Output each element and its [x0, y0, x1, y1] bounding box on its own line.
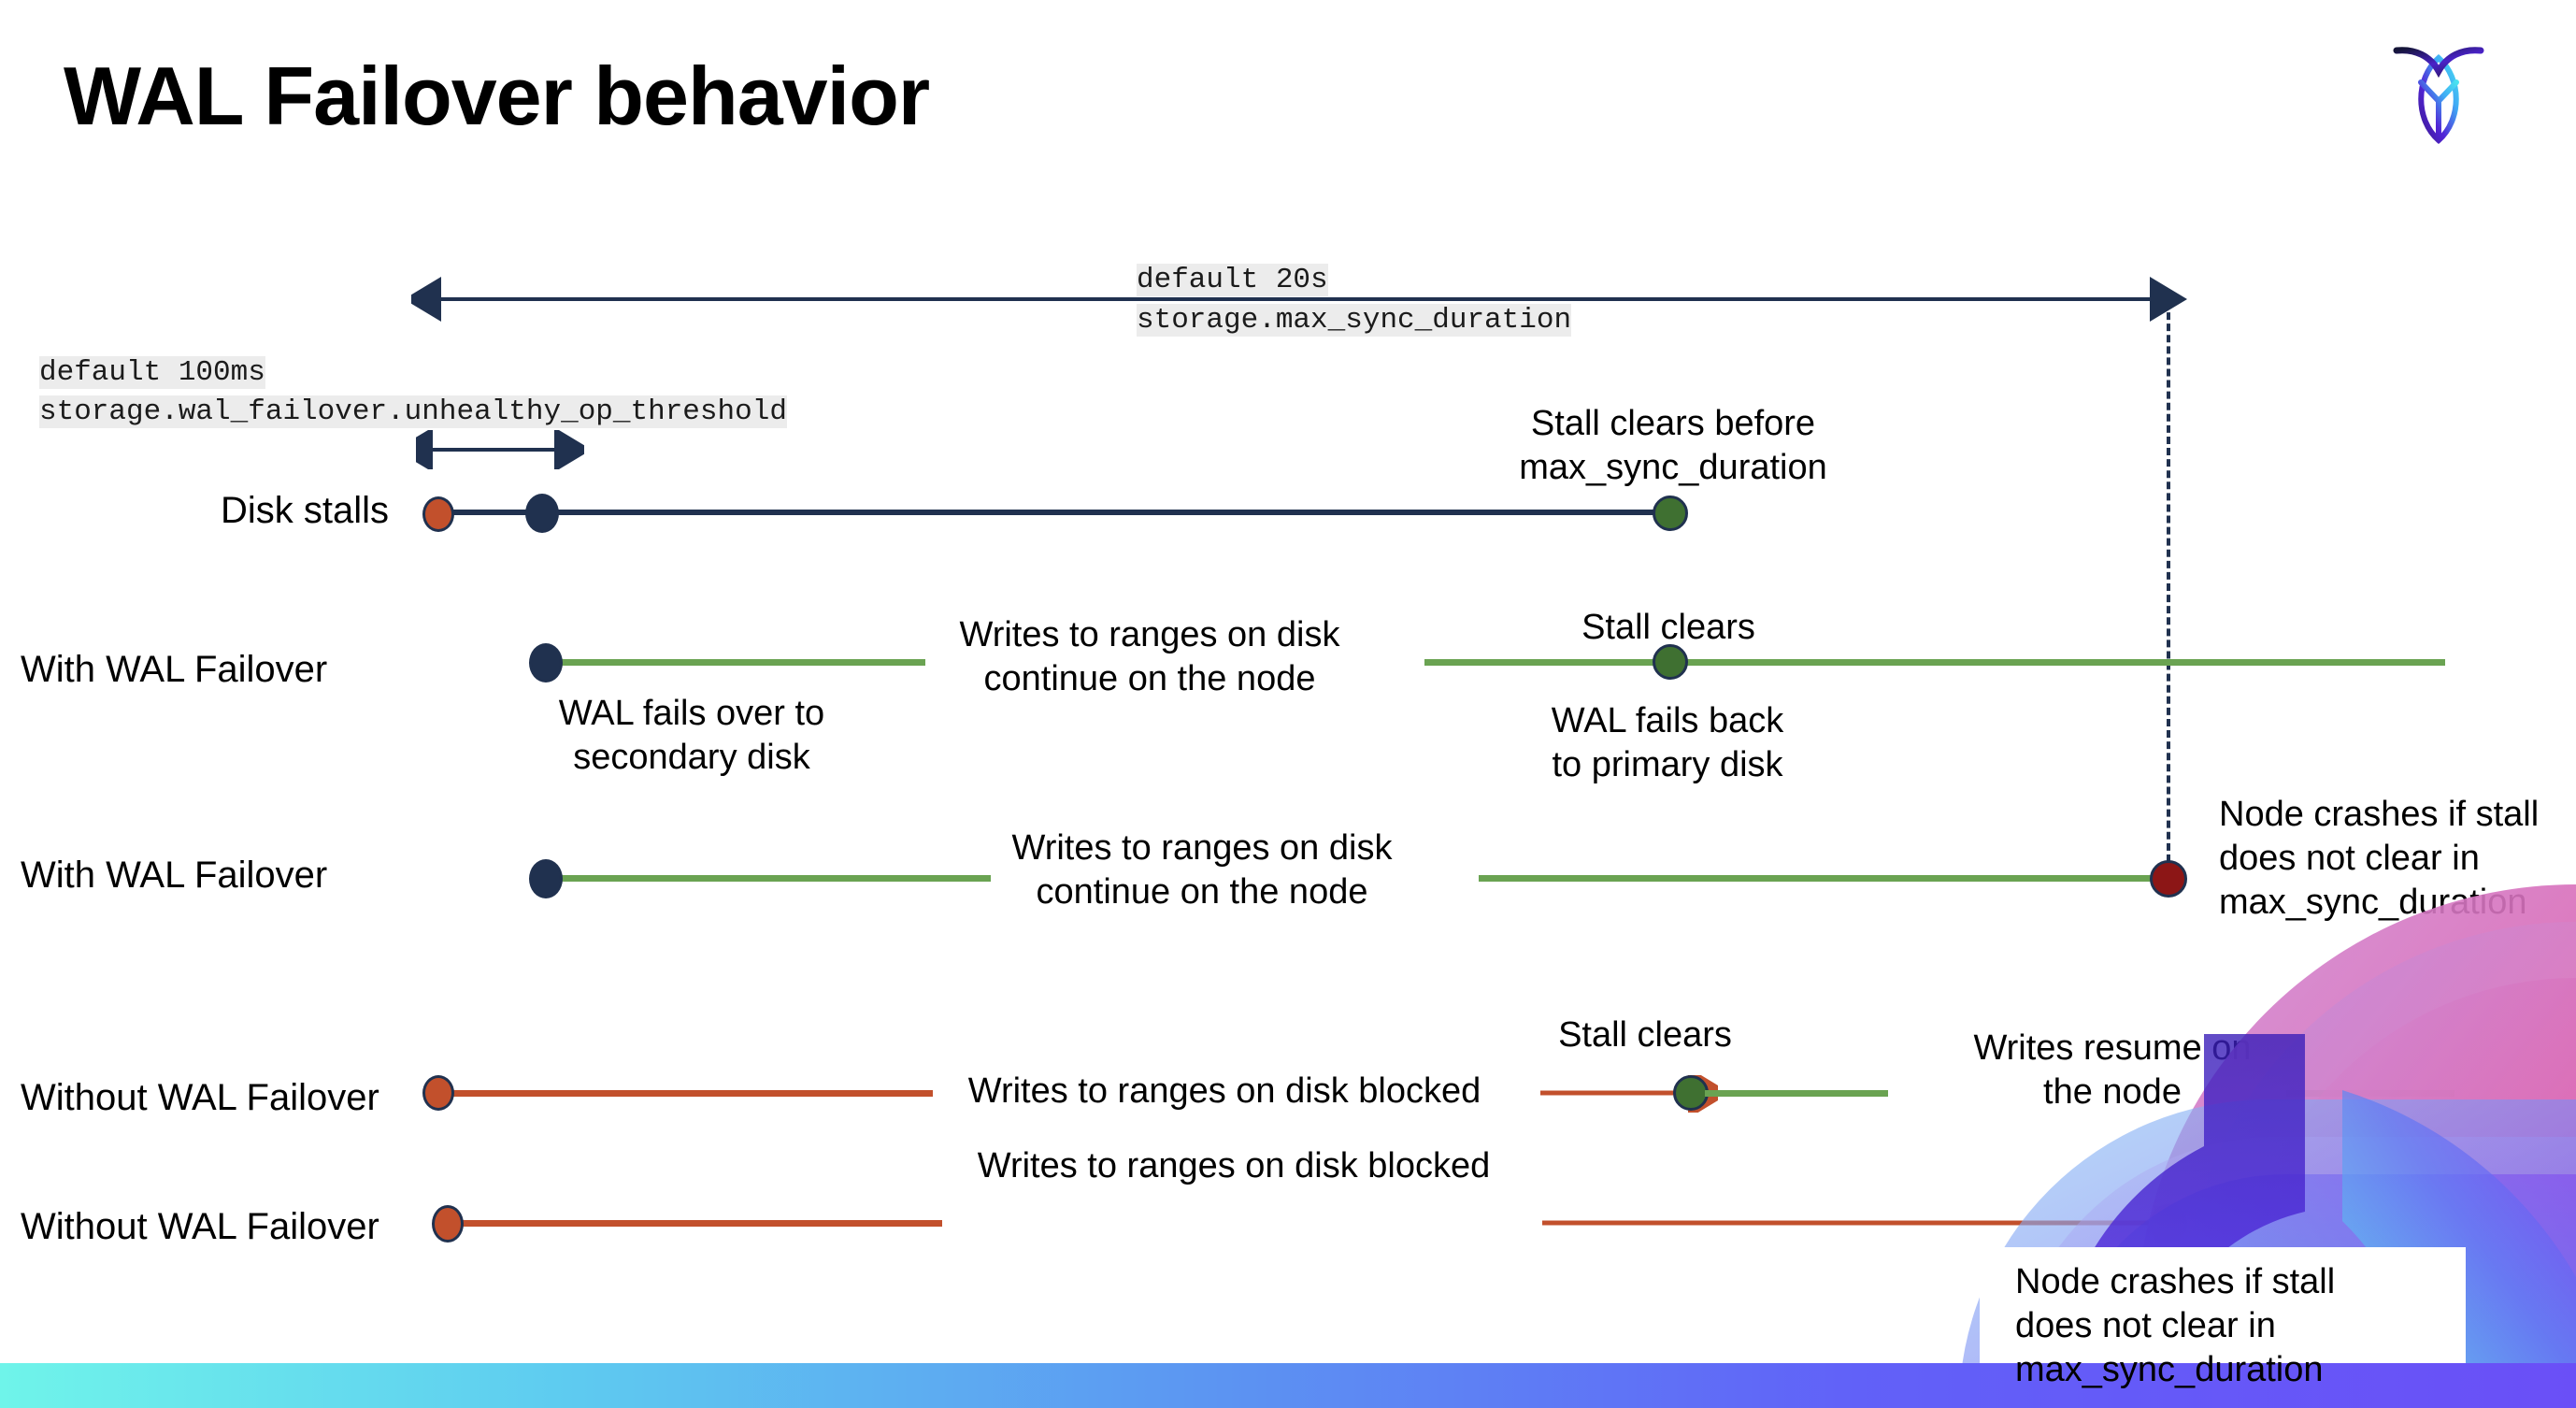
wal-failover-1-segment-b: [1424, 659, 2445, 666]
note-node-crashes-1: Node crashes if stall does not clear in …: [2219, 795, 2540, 922]
note-stall-clears-before: Stall clears before max_sync_duration: [1519, 404, 1827, 487]
disk-stall-clear-dot: [1653, 496, 1688, 531]
note-writes-resume: Writes resume on the node: [1973, 1028, 2252, 1112]
unhealthy-op-setting-label: storage.wal_failover.unhealthy_op_thresh…: [39, 395, 787, 428]
node-crash-callout-backing: [1980, 1247, 2466, 1372]
note-stall-clears-2: Stall clears: [1558, 1015, 1732, 1055]
without-wal-1-blocked-arrow: [1540, 1075, 1718, 1113]
note-writes-blocked-2: Writes to ranges on disk blocked: [977, 1146, 1491, 1185]
wal-failover-1-clear-dot: [1653, 644, 1688, 680]
row-label-without-wal-failover-2: Without WAL Failover: [21, 1206, 379, 1247]
without-wal-2-blocked-arrow: [1542, 1206, 2178, 1243]
wal-failover-2-segment-a: [551, 875, 991, 882]
unhealthy-op-threshold-span-arrow: [416, 430, 584, 469]
note-writes-continue-1: Writes to ranges on disk continue on the…: [959, 615, 1340, 698]
wal-failover-trigger-dot: [525, 494, 559, 533]
without-wal-1-resume-segment: [1705, 1090, 1888, 1097]
note-writes-blocked-1: Writes to ranges on disk blocked: [967, 1071, 1481, 1111]
page-title: WAL Failover behavior: [64, 50, 930, 142]
cockroachdb-logo: [2387, 30, 2490, 151]
without-wal-2-crash-dot: [2150, 1204, 2187, 1243]
row-label-without-wal-failover-1: Without WAL Failover: [21, 1077, 379, 1118]
max-sync-default-label: default 20s: [1137, 264, 1328, 296]
without-wal-1-clear-dot: [1673, 1075, 1709, 1111]
without-wal-1-start-dot: [422, 1075, 454, 1111]
wal-failover-2-start-dot: [529, 859, 563, 898]
wal-failover-1-start-dot: [529, 643, 563, 682]
note-wal-fails-over: WAL fails over to secondary disk: [558, 694, 825, 777]
bottom-gradient-bar: [0, 1363, 2576, 1408]
row-label-with-wal-failover-1: With WAL Failover: [21, 649, 328, 690]
row-label-disk-stalls: Disk stalls: [221, 490, 390, 531]
wal-failover-1-segment-a: [551, 659, 925, 666]
max-sync-setting-label: storage.max_sync_duration: [1137, 304, 1572, 337]
wal-failover-2-crash-dot: [2150, 860, 2187, 898]
wal-failover-2-segment-b: [1479, 875, 2172, 882]
note-stall-clears-1: Stall clears: [1581, 608, 1755, 647]
disk-stall-start-dot: [422, 496, 454, 532]
note-wal-fails-back: WAL fails back to primary disk: [1551, 701, 1784, 784]
disk-stalls-timeline: [437, 510, 1671, 515]
without-wal-1-resume-segment-2: [2286, 1090, 2454, 1097]
max-sync-duration-span-arrow: [411, 277, 2187, 322]
without-wal-1-blocked-segment-a: [447, 1090, 933, 1097]
note-node-crashes-2: Node crashes if stall does not clear in …: [2015, 1262, 2336, 1389]
max-sync-guide-line: [2167, 301, 2170, 873]
without-wal-2-blocked-segment-a: [456, 1220, 942, 1227]
row-label-with-wal-failover-2: With WAL Failover: [21, 855, 328, 896]
unhealthy-op-default-label: default 100ms: [39, 356, 265, 389]
without-wal-2-start-dot: [432, 1205, 464, 1243]
note-writes-continue-2: Writes to ranges on disk continue on the…: [1011, 828, 1393, 912]
